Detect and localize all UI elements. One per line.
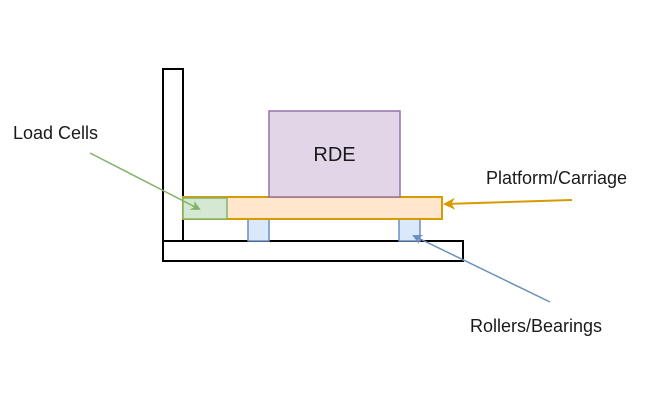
rollers-label: Rollers/Bearings	[470, 316, 602, 336]
rollers-arrow	[412, 234, 551, 303]
roller-left	[247, 218, 270, 242]
load-cells-label: Load Cells	[13, 123, 98, 143]
platform-arrow	[443, 197, 573, 210]
rde-label: RDE	[313, 144, 355, 166]
load-cell	[182, 197, 228, 220]
rde-block	[268, 110, 401, 198]
load-cells-arrow	[89, 152, 201, 210]
platform-label: Platform/Carriage	[486, 168, 627, 188]
vertical-wall	[162, 68, 184, 243]
base-plate	[162, 240, 464, 262]
